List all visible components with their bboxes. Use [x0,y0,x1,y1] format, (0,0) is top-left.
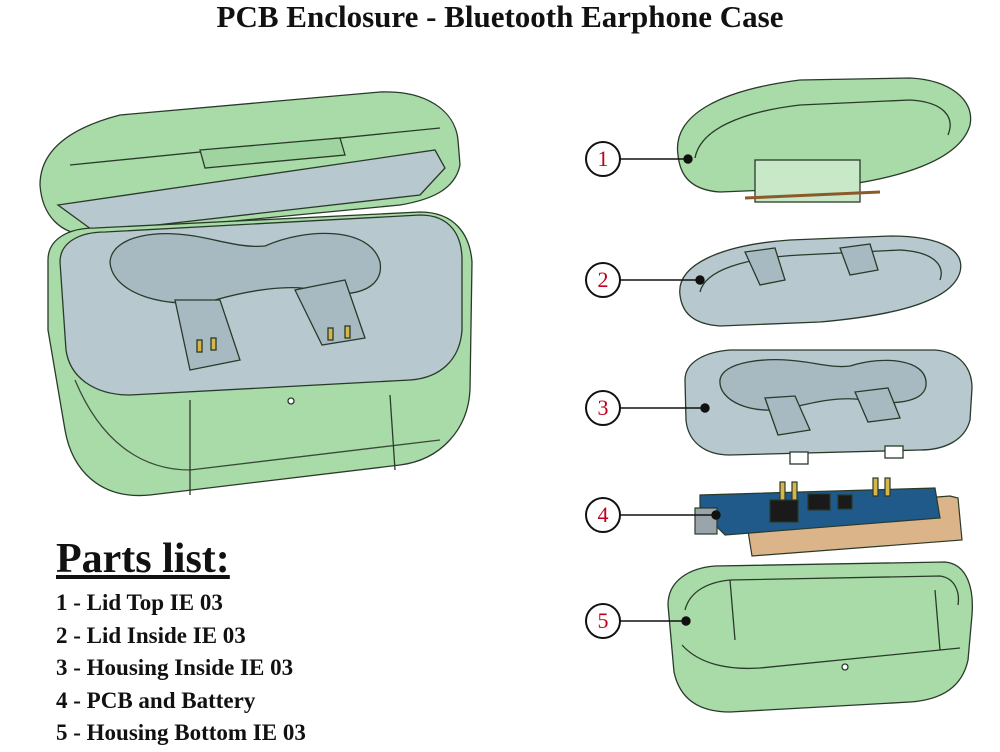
parts-list-item: 2 - Lid Inside IE 03 [56,622,246,648]
leader-lines [619,154,721,626]
parts-list-item: 3 - Housing Inside IE 03 [56,655,294,680]
parts-list-item: 4 - PCB and Battery [56,687,256,713]
callout-1: 1 [585,141,621,177]
callout-3: 3 [585,390,621,426]
callout-4: 4 [585,497,621,533]
part-5-housing-bottom [667,561,974,713]
part-1-lid-top [676,77,972,203]
callout-5: 5 [585,603,621,639]
assembled-case-illustration [39,91,473,497]
part-2-lid-inside [679,235,962,327]
callout-2: 2 [585,262,621,298]
part-4-pcb-and-battery [694,477,963,557]
parts-list-item: 1 - Lid Top IE 03 [56,590,223,615]
part-3-housing-inside [684,349,973,465]
parts-list: 1 - Lid Top IE 03 2 - Lid Inside IE 03 3… [56,589,306,752]
page-title: PCB Enclosure - Bluetooth Earphone Case [216,0,784,34]
parts-list-item: 5 - Housing Bottom IE 03 [56,720,306,745]
parts-list-heading: Parts list: [56,536,230,582]
